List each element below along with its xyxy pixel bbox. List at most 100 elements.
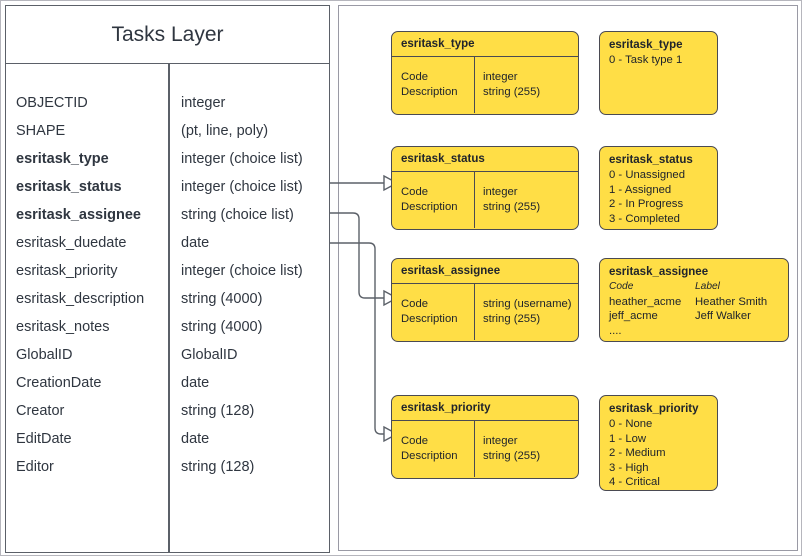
field-name: esritask_notes [16, 319, 110, 335]
schema-type: string (255) [483, 201, 541, 214]
schema-right-column: integer string (255) [483, 185, 540, 215]
table-row: esritask_status integer (choice list) [6, 173, 329, 201]
column-divider [474, 284, 476, 341]
column-divider [168, 64, 170, 552]
field-type: date [181, 431, 210, 447]
value-row: 0 - Unassigned [609, 169, 685, 181]
schema-type: integer [483, 71, 518, 84]
domain-title: esritask_assignee [401, 265, 501, 277]
field-type: integer (choice list) [181, 179, 303, 195]
divider [392, 171, 578, 173]
value-row: 1 - Low [609, 432, 647, 445]
value-row: 3 - High [609, 461, 649, 474]
field-name: Editor [16, 459, 54, 475]
value-code: jeff_acme [609, 310, 658, 323]
value-label: Jeff Walker [695, 310, 751, 323]
field-name: esritask_description [16, 291, 145, 307]
field-name: esritask_priority [16, 263, 118, 279]
field-type: string (4000) [181, 291, 263, 307]
schema-left-column: Code Description [401, 434, 458, 464]
field-name: esritask_type [16, 151, 109, 167]
divider [392, 56, 578, 58]
value-row: heather_acme Heather Smith [609, 295, 788, 310]
field-name: CreationDate [16, 375, 102, 391]
divider [392, 420, 578, 422]
page-title: Tasks Layer [6, 6, 329, 64]
schema-field: Description [401, 313, 458, 326]
field-name: esritask_duedate [16, 235, 127, 251]
value-ellipsis: .... [609, 324, 622, 337]
schema-field: Description [401, 201, 458, 214]
domain-values-assignee: esritask_assignee Code Label heather_acm… [599, 258, 789, 342]
schema-columns: Code Description integer string (255) [392, 57, 578, 114]
domain-schema-assignee: esritask_assignee Code Description strin… [391, 258, 579, 342]
schema-field: Code [401, 435, 429, 448]
column-header-label: Label [695, 281, 720, 292]
schema-field: Code [401, 298, 429, 311]
table-row: GlobalID GlobalID [6, 341, 329, 369]
field-type: integer [181, 95, 226, 111]
field-type: integer (choice list) [181, 263, 303, 279]
value-row: 2 - In Progress [609, 198, 684, 211]
schema-field: Code [401, 186, 429, 199]
domain-schema-status: esritask_status Code Description integer… [391, 146, 579, 230]
table-row: esritask_priority integer (choice list) [6, 257, 329, 285]
table-row: esritask_duedate date [6, 229, 329, 257]
domain-title: esritask_status [609, 154, 693, 166]
schema-left-column: Code Description [401, 70, 458, 100]
field-type: string (128) [181, 459, 255, 475]
schema-type: string (255) [483, 86, 541, 99]
value-list: esritask_priority 0 - None 1 - Low 2 - M… [600, 396, 717, 490]
table-row: Editor string (128) [6, 453, 329, 481]
value-code: heather_acme [609, 295, 682, 308]
table-row: Creator string (128) [6, 397, 329, 425]
schema-type: integer [483, 435, 518, 448]
domain-values-status: esritask_status 0 - Unassigned 1 - Assig… [599, 146, 718, 230]
table-row: OBJECTID integer [6, 89, 329, 117]
table-row: SHAPE (pt, line, poly) [6, 117, 329, 145]
field-type: (pt, line, poly) [181, 123, 269, 139]
schema-columns: Code Description string (username) strin… [392, 284, 578, 341]
field-name: Creator [16, 403, 65, 419]
schema-type: string (255) [483, 313, 541, 326]
field-type: date [181, 235, 210, 251]
domain-title: esritask_priority [401, 402, 491, 414]
schema-right-column: integer string (255) [483, 434, 540, 464]
value-list: esritask_assignee Code Label heather_acm… [600, 259, 788, 338]
schema-right-column: string (username) string (255) [483, 297, 572, 327]
value-row: 2 - Medium [609, 447, 666, 460]
schema-type: integer [483, 186, 518, 199]
tasks-layer-table: Tasks Layer OBJECTID integer SHAPE (pt, … [5, 5, 330, 553]
domain-schema-type: esritask_type Code Description integer s… [391, 31, 579, 115]
value-row: 0 - Task type 1 [609, 54, 683, 66]
field-rows: OBJECTID integer SHAPE (pt, line, poly) … [6, 89, 329, 481]
schema-field: Code [401, 71, 429, 84]
field-type: integer (choice list) [181, 151, 303, 167]
schema-field: Description [401, 450, 458, 463]
field-name: esritask_status [16, 179, 122, 195]
domain-title: esritask_status [401, 153, 485, 165]
value-list: esritask_status 0 - Unassigned 1 - Assig… [600, 147, 717, 226]
field-type: string (4000) [181, 319, 263, 335]
value-row: 4 - Critical [609, 476, 660, 489]
value-list: esritask_type 0 - Task type 1 [600, 32, 717, 68]
domain-schema-priority: esritask_priority Code Description integ… [391, 395, 579, 479]
field-type: date [181, 375, 210, 391]
value-row: 0 - None [609, 418, 653, 430]
schema-type: string (username) [483, 298, 572, 311]
schema-right-column: integer string (255) [483, 70, 540, 100]
schema-left-column: Code Description [401, 185, 458, 215]
field-type: GlobalID [181, 347, 238, 363]
value-label: Heather Smith [695, 295, 768, 308]
table-row: EditDate date [6, 425, 329, 453]
value-row: jeff_acme Jeff Walker [609, 309, 788, 324]
schema-columns: Code Description integer string (255) [392, 172, 578, 229]
value-row: 3 - Completed [609, 212, 680, 225]
table-row: esritask_type integer (choice list) [6, 145, 329, 173]
value-row: 1 - Assigned [609, 183, 672, 196]
table-row: esritask_description string (4000) [6, 285, 329, 313]
domain-values-type: esritask_type 0 - Task type 1 [599, 31, 718, 115]
schema-left-column: Code Description [401, 297, 458, 327]
domain-values-priority: esritask_priority 0 - None 1 - Low 2 - M… [599, 395, 718, 491]
domain-title: esritask_assignee [609, 266, 709, 278]
